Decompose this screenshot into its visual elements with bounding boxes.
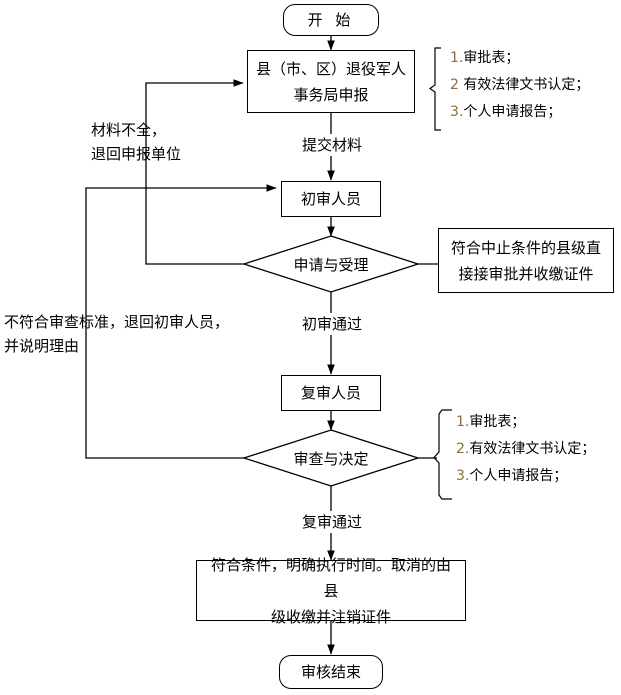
list-item-text: 个人申请报告；	[469, 468, 568, 484]
node-declare-label: 县（市、区）退役军人 事务局申报	[256, 59, 407, 104]
node-first-reviewer[interactable]: 初审人员	[281, 181, 381, 217]
edge-label-second-pass: 复审通过	[287, 511, 377, 533]
brace-decide-docs	[433, 409, 452, 500]
node-start[interactable]: 开 始	[283, 4, 379, 36]
node-end[interactable]: 审核结束	[279, 655, 383, 689]
list-decide-docs: 1.审批表； 2.有效法律文书认定； 3.个人申请报告；	[456, 409, 595, 490]
note-not-conform: 不符合审查标准，退回初审人员， 并说明理由	[4, 313, 230, 355]
node-second-reviewer-label: 复审人员	[300, 384, 361, 402]
list-item-number: 1.	[456, 414, 470, 430]
node-apply-accept-label: 申请与受理	[293, 255, 369, 274]
list-item-number: 1.	[450, 50, 464, 66]
list-item-text: 个人申请报告；	[463, 104, 562, 120]
diamond-review-decide-shape	[241, 429, 421, 487]
brace-declare-docs	[428, 47, 441, 131]
diamond-apply-accept-shape	[241, 235, 421, 293]
list-item-text: 审批表；	[463, 50, 520, 66]
list-item: 3.个人申请报告；	[456, 463, 595, 490]
list-item: 1.审批表；	[450, 45, 589, 72]
node-start-label: 开 始	[307, 11, 355, 29]
list-item-number: 3.	[456, 468, 470, 484]
node-result[interactable]: 符合条件，明确执行时间。取消的由县 级收缴并注销证件	[196, 556, 466, 626]
list-item-number: 2.	[456, 441, 470, 457]
node-first-reviewer-label: 初审人员	[300, 190, 361, 208]
list-item-number: 2	[450, 77, 459, 93]
node-second-reviewer[interactable]: 复审人员	[281, 375, 381, 411]
list-item-text: 有效法律文书认定；	[469, 441, 596, 457]
edge-feedback-incomplete	[145, 79, 244, 265]
list-declare-docs: 1.审批表； 2 有效法律文书认定； 3.个人申请报告；	[450, 45, 589, 126]
edge-feedback-not-conform	[85, 184, 277, 459]
list-item: 1.审批表；	[456, 409, 595, 436]
edge-label-submit-materials: 提交材料	[287, 134, 377, 156]
list-item-text: 审批表；	[469, 414, 526, 430]
list-item: 2 有效法律文书认定；	[450, 72, 589, 99]
node-review-decide-label: 审查与决定	[293, 449, 369, 468]
node-apply-accept[interactable]: 申请与受理	[271, 251, 391, 277]
node-result-label: 符合条件，明确执行时间。取消的由县 级收缴并注销证件	[210, 555, 451, 626]
list-item: 2.有效法律文书认定；	[456, 436, 595, 463]
list-item: 3.个人申请报告；	[450, 99, 589, 126]
note-incomplete-materials: 材料不全， 退回申报单位	[91, 121, 182, 163]
node-end-label: 审核结束	[300, 663, 361, 681]
edge-label-first-pass: 初审通过	[287, 313, 377, 335]
node-review-decide[interactable]: 审查与决定	[271, 445, 391, 471]
node-suspend-condition-label: 符合中止条件的县级直 接接审批并收缴证件	[450, 238, 601, 283]
list-item-number: 3.	[450, 104, 464, 120]
list-item-text: 有效法律文书认定；	[458, 77, 590, 93]
node-declare[interactable]: 县（市、区）退役军人 事务局申报	[247, 50, 415, 113]
node-suspend-condition[interactable]: 符合中止条件的县级直 接接审批并收缴证件	[438, 228, 614, 293]
